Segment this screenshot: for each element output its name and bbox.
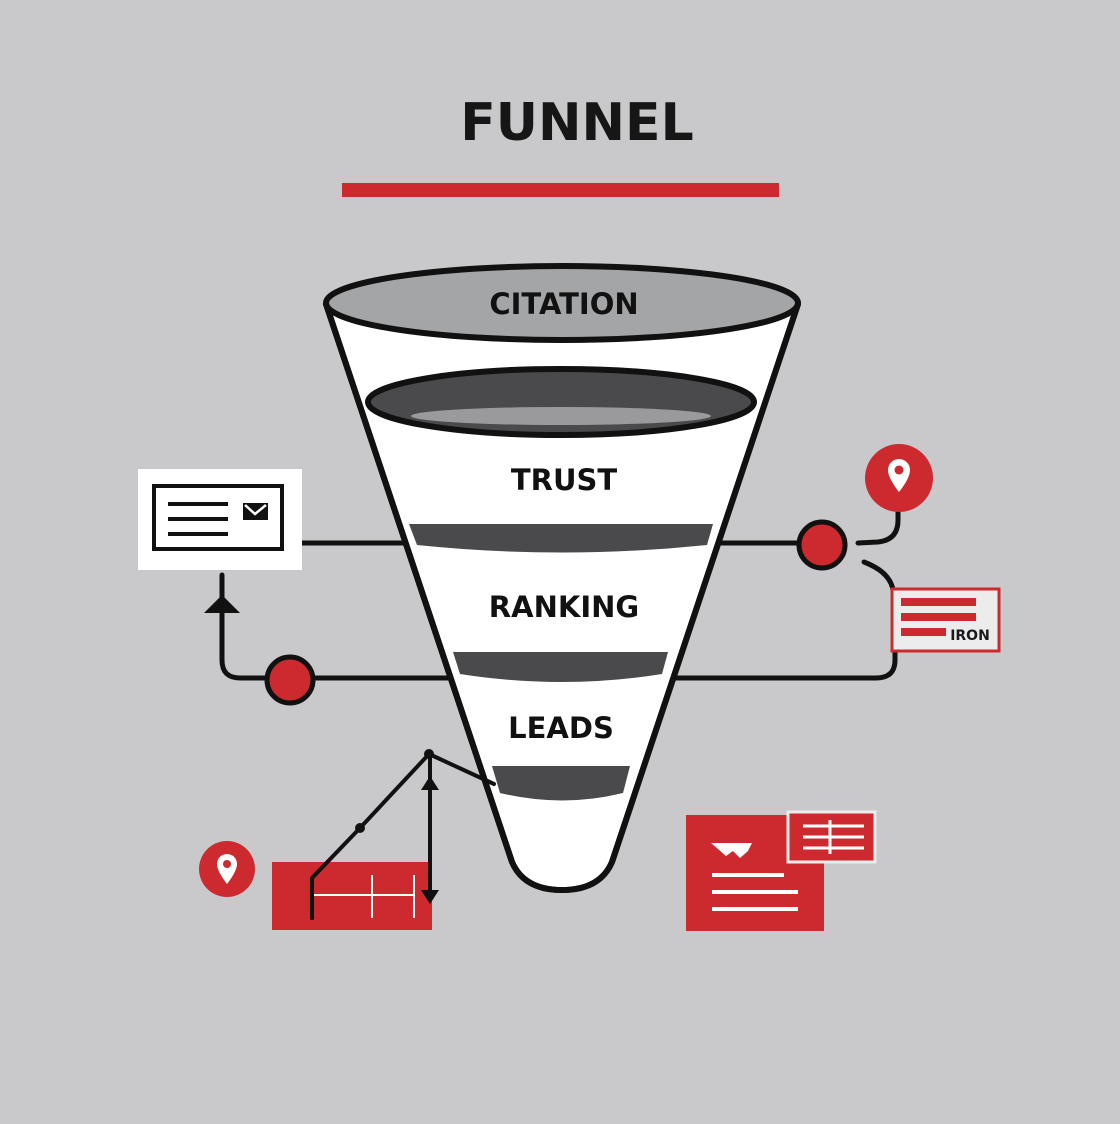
funnel — [323, 263, 801, 893]
funnel-band-1 — [409, 524, 713, 553]
email-card-line — [168, 532, 228, 536]
connector-node-to-card — [861, 559, 896, 593]
document-line — [712, 873, 784, 877]
email-card-line — [168, 517, 228, 521]
arrow-up-icon — [204, 595, 240, 613]
funnel-outline — [323, 303, 801, 893]
title-underline — [342, 183, 779, 197]
iron-card[interactable]: IRON — [890, 587, 1001, 653]
envelope-icon — [243, 503, 268, 520]
diagram-title: FUNNEL — [460, 93, 693, 153]
chart-point — [355, 823, 365, 833]
connector-node-to-pin — [855, 505, 901, 546]
funnel-band-3 — [492, 766, 630, 801]
arrow-up-icon — [421, 776, 439, 790]
email-card-line — [168, 502, 228, 506]
iron-card-bar — [901, 613, 976, 621]
chart-grid — [312, 875, 415, 918]
iron-card-bar — [901, 598, 976, 606]
funnel-band-2 — [453, 652, 668, 682]
trust-node-right[interactable] — [796, 519, 848, 571]
stage-label-leads: LEADS — [508, 711, 614, 745]
location-pin-badge-bottom-left[interactable] — [199, 841, 255, 897]
stage-label-citation: CITATION — [489, 287, 638, 321]
email-card[interactable] — [138, 469, 302, 570]
funnel-inner-rim — [365, 366, 757, 438]
document-line — [712, 907, 798, 911]
document-card-small-lines — [803, 820, 864, 854]
iron-card-label: IRON — [950, 628, 990, 644]
arrow-down-icon — [421, 890, 439, 904]
stage-label-ranking: RANKING — [489, 590, 639, 624]
funnel-inner-rim-shine — [411, 407, 711, 425]
funnel-top-rim — [323, 263, 801, 343]
line-chart-icon[interactable] — [272, 749, 496, 930]
location-pin-icon — [217, 854, 237, 884]
document-line — [712, 890, 798, 894]
location-pin-icon — [888, 459, 910, 492]
location-pin-badge-top-right[interactable] — [865, 444, 933, 512]
stage-label-trust: TRUST — [511, 463, 618, 497]
email-card-frame — [152, 484, 284, 551]
chart-point — [424, 749, 434, 759]
document-header-glyph — [711, 843, 752, 858]
loop-node-left[interactable] — [264, 654, 316, 706]
document-cards[interactable] — [686, 810, 877, 931]
iron-card-bar — [901, 628, 946, 636]
